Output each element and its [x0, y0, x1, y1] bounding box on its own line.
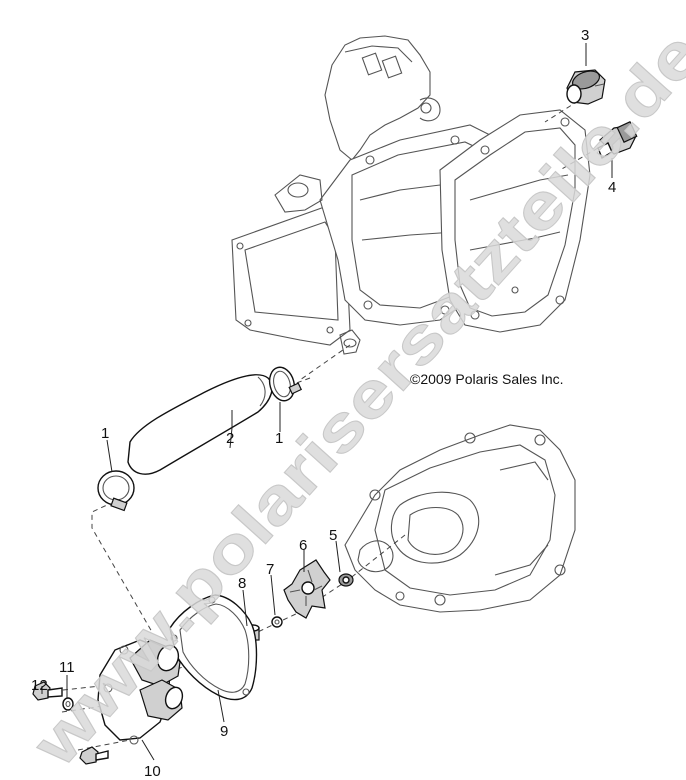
callout-10: 10	[144, 763, 161, 780]
callout-7: 7	[266, 561, 274, 578]
callout-2: 2	[226, 430, 234, 447]
callout-6: 6	[299, 537, 307, 554]
water-pump-cover	[97, 639, 184, 745]
engine-lower-outline	[344, 424, 576, 613]
sealing-washer	[62, 697, 74, 711]
hose-clamp-right	[268, 366, 303, 402]
callout-11: 11	[59, 659, 75, 676]
water-pump-gasket	[169, 594, 258, 701]
engine-upper-outline	[231, 35, 591, 355]
callout-5: 5	[329, 527, 337, 544]
leader-lines	[41, 43, 613, 761]
callout-1-left: 1	[101, 425, 109, 442]
bolt-lower	[79, 746, 109, 765]
watermark-text: www.polarisersatzteile.de	[18, 18, 686, 780]
callout-3: 3	[581, 27, 589, 44]
coolant-hose	[127, 374, 273, 475]
callout-8: 8	[238, 575, 246, 592]
temperature-sensor	[597, 120, 638, 160]
copyright-text: ©2009 Polaris Sales Inc.	[410, 371, 564, 387]
hose-clamp-left	[97, 470, 135, 512]
callout-4: 4	[608, 179, 616, 196]
temperature-sender	[566, 69, 606, 105]
callout-9: 9	[220, 723, 228, 740]
callout-1-right: 1	[275, 430, 283, 447]
washer	[271, 616, 283, 628]
water-pump-impeller	[283, 559, 331, 619]
callout-12: 12	[31, 677, 48, 694]
water-pump-seal	[338, 573, 354, 587]
